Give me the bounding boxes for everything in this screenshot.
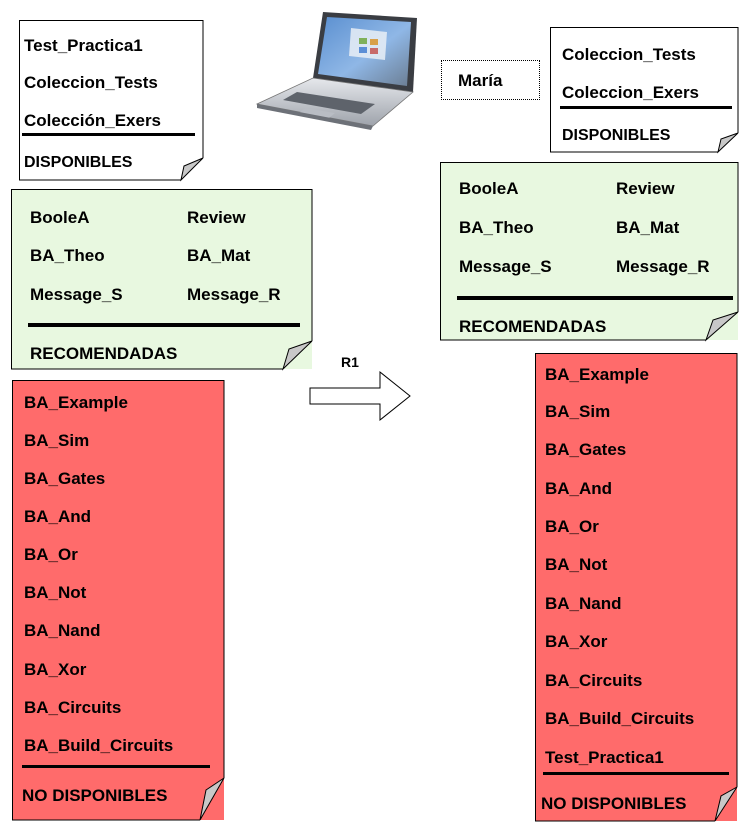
- left-no-disponibles-item-6: BA_Not: [24, 583, 87, 602]
- right-no-disponibles-item-3: BA_Gates: [545, 440, 627, 459]
- left-recomendadas-col2-item-3: Message_R: [187, 285, 281, 304]
- left-recomendadas-note: [11, 189, 312, 369]
- right-recomendadas-col1-item-2: BA_Theo: [459, 218, 534, 237]
- left-recomendadas-heading: RECOMENDADAS: [30, 344, 178, 363]
- right-recomendadas-col2-item-2: BA_Mat: [616, 218, 680, 237]
- right-no-disponibles-note: [535, 353, 737, 821]
- left-recomendadas-note-fold: [11, 189, 313, 371]
- right-recomendadas-col1-item-1: BooleA: [459, 179, 519, 198]
- right-no-disponibles-item-4: BA_And: [545, 479, 613, 498]
- left-no-disponibles-item-9: BA_Circuits: [24, 698, 122, 717]
- left-no-disponibles-note-fold: [12, 380, 225, 821]
- user-name-label: María: [458, 71, 503, 90]
- left-no-disponibles-divider: [22, 765, 210, 768]
- user-name-box: [441, 60, 540, 100]
- right-no-disponibles-item-6: BA_Not: [545, 555, 608, 574]
- right-no-disponibles-item-9: BA_Circuits: [545, 671, 643, 690]
- left-disponibles-heading: DISPONIBLES: [24, 154, 133, 171]
- left-recomendadas-col1-item-1: BooleA: [30, 208, 90, 227]
- right-no-disponibles-item-5: BA_Or: [545, 517, 599, 536]
- left-recomendadas-col1-item-2: BA_Theo: [30, 246, 105, 265]
- left-disponibles-item-1: Test_Practica1: [24, 36, 143, 55]
- left-no-disponibles-item-2: BA_Sim: [24, 431, 90, 450]
- right-recomendadas-note-fold: [440, 162, 739, 342]
- left-no-disponibles-item-3: BA_Gates: [24, 469, 106, 488]
- left-recomendadas-col2-item-2: BA_Mat: [187, 246, 251, 265]
- right-disponibles-item-2: Coleccion_Exers: [562, 83, 700, 102]
- right-disponibles-note-fold: [550, 27, 739, 154]
- right-recomendadas-col2-item-3: Message_R: [616, 257, 710, 276]
- left-disponibles-item-2: Coleccion_Tests: [24, 73, 158, 92]
- left-no-disponibles-heading: NO DISPONIBLES: [22, 786, 168, 805]
- right-no-disponibles-item-7: BA_Nand: [545, 594, 622, 613]
- left-no-disponibles-item-8: BA_Xor: [24, 660, 87, 679]
- right-no-disponibles-item-10: BA_Build_Circuits: [545, 709, 695, 728]
- left-recomendadas-col1-item-3: Message_S: [30, 285, 123, 304]
- left-disponibles-divider: [22, 133, 195, 136]
- right-no-disponibles-divider: [543, 772, 729, 775]
- left-disponibles-note: [19, 20, 203, 180]
- right-disponibles-divider: [560, 106, 732, 109]
- right-no-disponibles-item-2: BA_Sim: [545, 402, 611, 421]
- left-no-disponibles-note: [12, 380, 224, 820]
- left-no-disponibles-item-10: BA_Build_Circuits: [24, 736, 174, 755]
- right-recomendadas-col1-item-3: Message_S: [459, 257, 552, 276]
- left-disponibles-note-fold: [19, 20, 204, 182]
- laptop-image: [255, 12, 417, 130]
- right-recomendadas-col2-item-1: Review: [616, 179, 675, 198]
- left-recomendadas-col2-item-1: Review: [187, 208, 246, 227]
- right-no-disponibles-item-8: BA_Xor: [545, 632, 608, 651]
- left-no-disponibles-item-5: BA_Or: [24, 545, 78, 564]
- left-no-disponibles-item-7: BA_Nand: [24, 621, 101, 640]
- right-recomendadas-heading: RECOMENDADAS: [459, 317, 607, 336]
- right-no-disponibles-item-11: Test_Practica1: [545, 748, 664, 767]
- arrow-label: R1: [341, 354, 359, 370]
- right-disponibles-item-1: Coleccion_Tests: [562, 45, 696, 64]
- transition-arrow: [309, 370, 411, 422]
- right-disponibles-note: [550, 27, 738, 152]
- right-disponibles-heading: DISPONIBLES: [562, 127, 671, 144]
- left-recomendadas-divider: [28, 323, 300, 327]
- right-no-disponibles-item-1: BA_Example: [545, 365, 649, 384]
- right-recomendadas-divider: [457, 296, 733, 300]
- right-recomendadas-note: [440, 162, 738, 340]
- left-disponibles-item-3: Colección_Exers: [24, 111, 162, 130]
- right-no-disponibles-heading: NO DISPONIBLES: [541, 794, 687, 813]
- left-no-disponibles-item-1: BA_Example: [24, 393, 128, 412]
- left-no-disponibles-item-4: BA_And: [24, 507, 92, 526]
